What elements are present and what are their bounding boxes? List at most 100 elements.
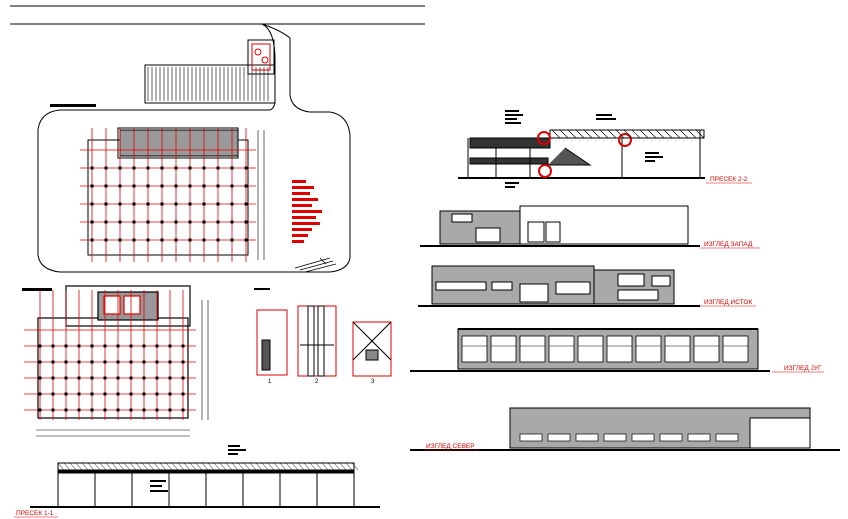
window <box>659 433 683 442</box>
truss-web <box>321 462 329 471</box>
glazing-bay <box>606 335 633 363</box>
column-marker <box>116 360 120 364</box>
column-marker <box>160 184 164 188</box>
truss-web <box>177 462 185 471</box>
column-marker <box>90 344 94 348</box>
column-marker <box>38 408 42 412</box>
column-marker <box>129 344 133 348</box>
column-marker <box>181 408 185 412</box>
truss-web <box>591 129 601 139</box>
column-marker <box>216 238 220 242</box>
truss-web <box>607 129 617 139</box>
column-marker <box>168 344 172 348</box>
column-marker <box>90 166 94 170</box>
site-legend-block <box>292 180 322 243</box>
column-marker <box>168 360 172 364</box>
column-marker <box>64 360 68 364</box>
truss-web <box>111 462 119 471</box>
column-marker <box>230 184 234 188</box>
column-marker <box>90 376 94 380</box>
column-marker <box>64 344 68 348</box>
column-marker <box>116 344 120 348</box>
column-marker <box>116 392 120 396</box>
column-marker <box>38 360 42 364</box>
column-marker <box>104 202 108 206</box>
column-marker <box>116 408 120 412</box>
truss-web <box>575 129 585 139</box>
plan-title-bar <box>22 288 52 291</box>
column-marker <box>90 220 94 224</box>
truss-web <box>279 462 287 471</box>
column-marker <box>132 166 136 170</box>
truss-web <box>567 129 577 139</box>
column-marker <box>132 238 136 242</box>
truss-web <box>599 129 609 139</box>
truss-web <box>165 462 173 471</box>
truss-web <box>559 129 569 139</box>
truss-web <box>201 462 209 471</box>
truss-web <box>333 462 341 471</box>
truss-web <box>159 462 167 471</box>
glazing-bay <box>519 335 546 363</box>
truss-web <box>551 129 561 139</box>
truss-web <box>695 129 705 139</box>
truss-web <box>291 462 299 471</box>
column-marker <box>174 238 178 242</box>
truss-web <box>195 462 203 471</box>
column-marker <box>230 238 234 242</box>
truss-web <box>123 462 131 471</box>
elevation-north-windows <box>519 433 739 442</box>
truss-web <box>639 129 649 139</box>
column-marker <box>216 202 220 206</box>
column-marker <box>77 392 81 396</box>
column-marker <box>174 202 178 206</box>
window <box>547 433 571 442</box>
column-marker <box>230 220 234 224</box>
truss-web <box>687 129 697 139</box>
column-marker <box>129 376 133 380</box>
column-marker <box>188 220 192 224</box>
column-marker <box>90 238 94 242</box>
column-marker <box>118 184 122 188</box>
section-1-1-bays <box>57 462 359 507</box>
column-marker <box>103 360 107 364</box>
glazing-bay <box>461 335 488 363</box>
truss-web <box>273 462 281 471</box>
column-marker <box>155 392 159 396</box>
truss-web <box>231 462 239 471</box>
column-marker <box>142 344 146 348</box>
column-marker <box>38 392 42 396</box>
column-marker <box>230 202 234 206</box>
column-marker <box>51 408 55 412</box>
truss-web <box>339 462 347 471</box>
column-marker <box>146 202 150 206</box>
column-marker <box>103 408 107 412</box>
column-marker <box>181 344 185 348</box>
column-marker <box>90 392 94 396</box>
truss-web <box>207 462 215 471</box>
column-marker <box>181 376 185 380</box>
truss-web <box>285 462 293 471</box>
truss-web <box>655 129 665 139</box>
column-marker <box>181 392 185 396</box>
column-marker <box>244 220 248 224</box>
column-marker <box>77 344 81 348</box>
column-marker <box>38 376 42 380</box>
truss-web <box>261 462 269 471</box>
glazing-bay <box>635 335 662 363</box>
floor-plan-grid <box>24 290 196 420</box>
column-marker <box>64 408 68 412</box>
column-marker <box>103 344 107 348</box>
glazing-bay <box>722 335 749 363</box>
column-marker <box>104 166 108 170</box>
column-marker <box>77 360 81 364</box>
site-building <box>87 127 249 256</box>
column-marker <box>146 220 150 224</box>
truss-web <box>327 462 335 471</box>
column-marker <box>104 220 108 224</box>
column-marker <box>116 376 120 380</box>
truss-web <box>647 129 657 139</box>
site-stairs <box>294 257 337 273</box>
column-marker <box>155 376 159 380</box>
